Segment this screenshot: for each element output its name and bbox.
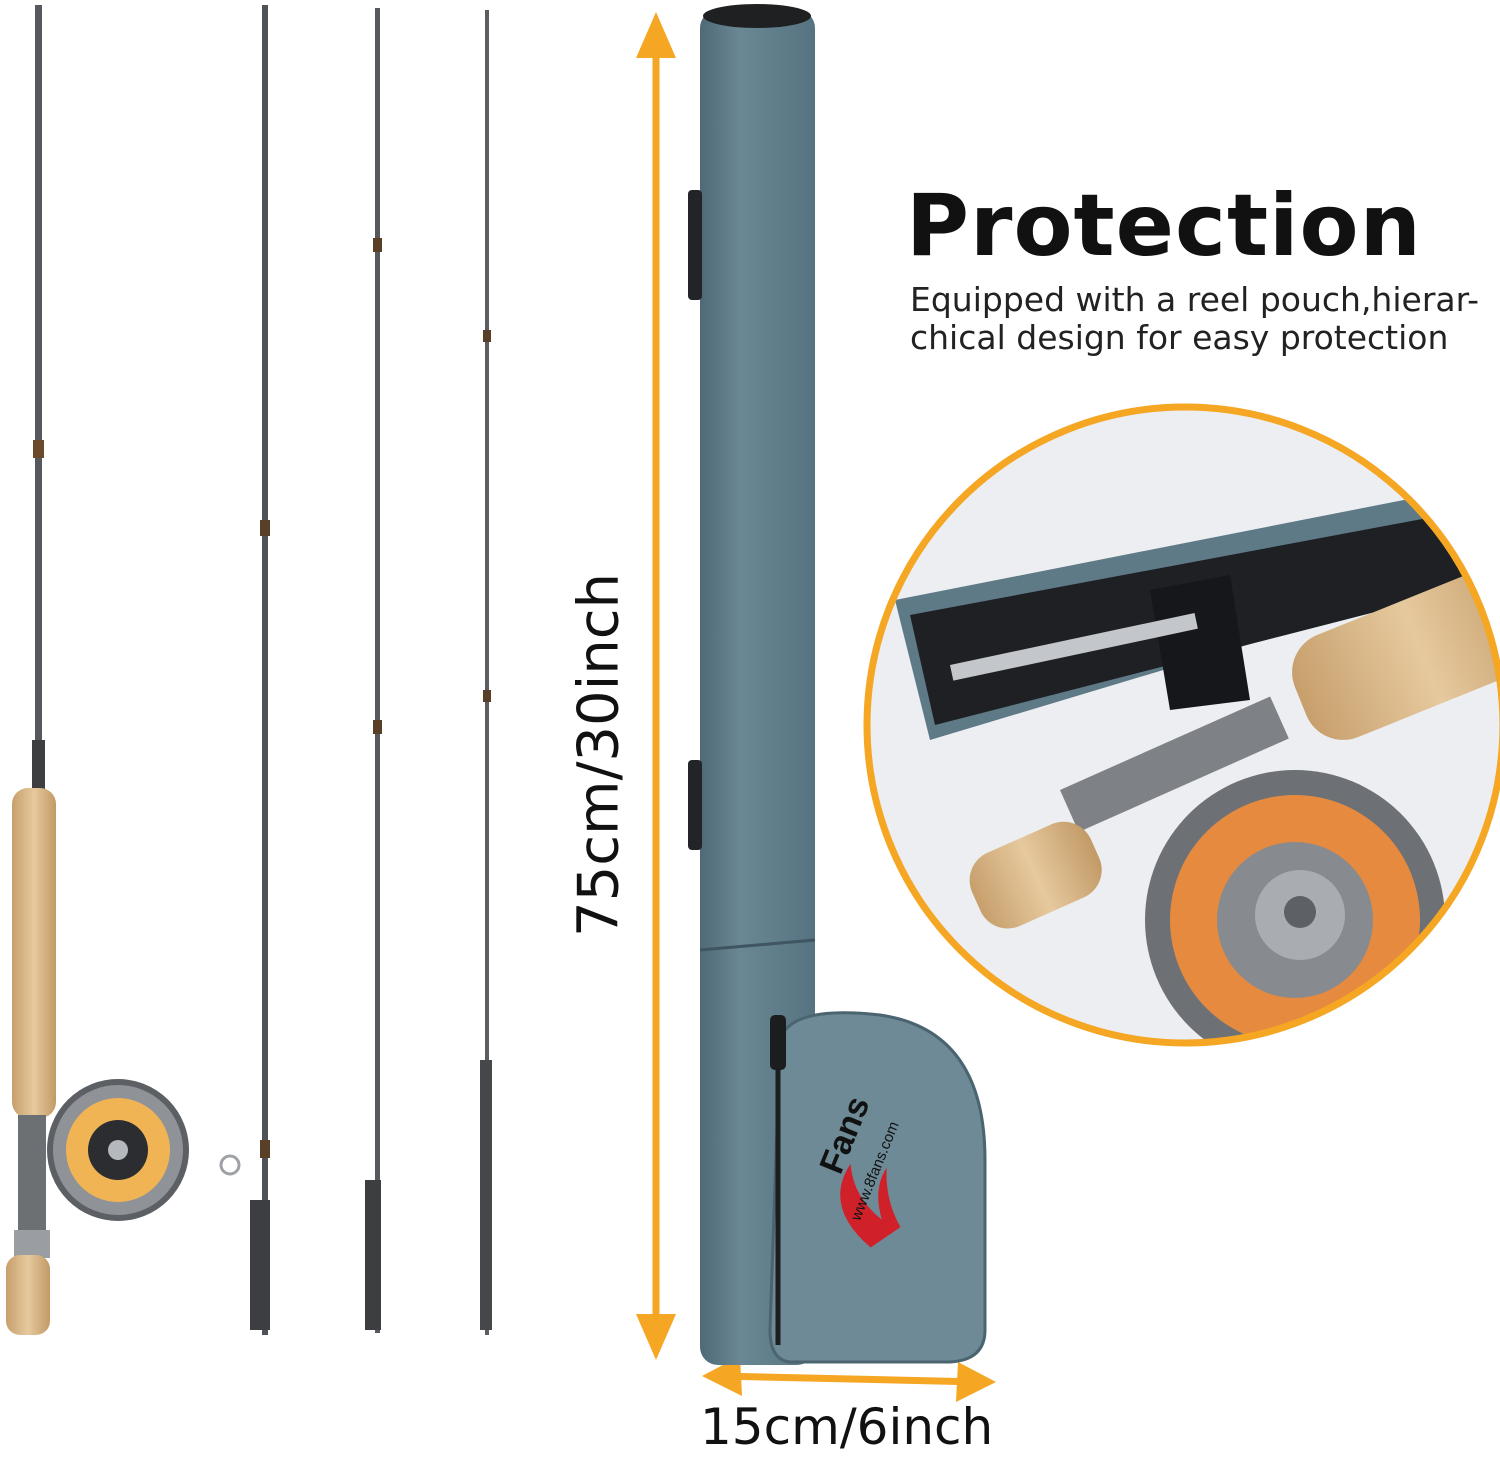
rod-section-2 [219,5,270,1335]
reel-pouch [768,1011,987,1364]
height-label-box: 75cm/30inch [564,573,634,937]
rod-section-3 [365,8,382,1333]
heading: Protection [906,176,1422,276]
rod-section-4-tip [480,10,492,1335]
width-label: 15cm/6inch [700,1398,994,1456]
detail-inset [863,403,1500,1047]
rod-case [688,4,987,1365]
fly-reel-small [47,1079,189,1221]
height-arrow [636,12,676,1360]
width-arrow [702,1356,996,1402]
description-line-2: chical design for easy protection [910,318,1449,357]
rod-butt-section [6,5,189,1335]
height-label: 75cm/30inch [566,572,632,938]
description-line-1: Equipped with a reel pouch,hierar- [910,280,1479,319]
